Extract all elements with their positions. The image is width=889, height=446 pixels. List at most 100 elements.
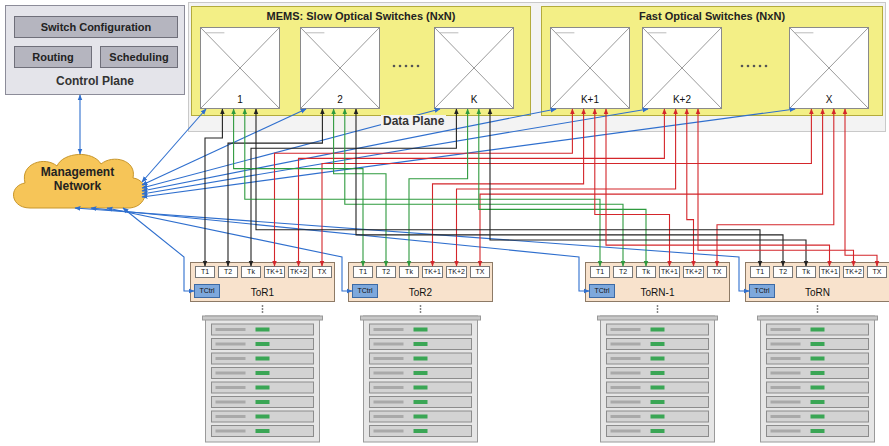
connector [299,109,665,266]
server-unit [767,426,869,437]
server-led [256,357,270,361]
server-bay [611,328,641,331]
server-rack [203,305,323,442]
dot [399,65,402,68]
connector [717,109,834,266]
server-led [414,429,428,433]
server-led [811,357,825,361]
server-led [651,357,665,361]
cross-lines [643,28,721,108]
connector [251,109,456,266]
port-label: T2 [619,268,627,276]
tor-label: ToRN [805,287,830,299]
transceiver-port: T1 [590,266,610,278]
server-led [651,400,665,404]
tor-switch-box: ToRNT1T2TkTK+1TK+2TXTCtrl [745,262,889,302]
connector [205,109,222,266]
server-led [414,386,428,390]
transceiver-port: T2 [773,266,793,278]
server-bay [611,372,641,375]
port-label: TK+1 [266,268,283,276]
server-bay [611,401,641,404]
connector [480,109,823,266]
server-bay [611,430,641,433]
server-unit [370,426,472,437]
server-led [414,328,428,332]
title-rule [556,32,575,33]
rack-top [598,316,718,320]
rack-frame [206,316,320,442]
box-label: Scheduling [109,51,168,64]
connector [845,109,877,266]
transceiver-port: TK+1 [659,266,680,278]
port-label: TK+1 [661,268,678,276]
box-label: Switch Configuration [41,21,152,34]
connector [356,109,783,266]
connector [606,109,830,266]
server-led [256,342,270,346]
server-bay [611,357,641,360]
title-rule [648,32,667,33]
link-dot [262,311,264,313]
title-rule [795,32,814,33]
server-led [651,386,665,390]
connector [345,109,623,266]
port-label: TX [713,268,722,276]
connector [123,208,194,291]
optical-switch-box: K+1 [550,27,630,109]
port-label: TCtrl [754,287,769,295]
connector [409,109,468,266]
link-dot [817,308,819,310]
connector [91,208,589,291]
connector [687,109,694,266]
server-bay [216,430,246,433]
switch-group-box: MEMS: Slow Optical Switches (NxN)12K [191,6,531,116]
optical-switch-box: K [434,27,514,109]
server-unit [212,411,314,422]
optical-switch-box: K+2 [642,27,722,109]
connector [698,109,854,266]
dot [405,65,408,68]
port-label: TK+2 [448,268,465,276]
connector [490,109,806,266]
tor-label: ToRN-1 [641,287,675,299]
group-title: Fast Optical Switches (NxN) [639,10,785,23]
server-led [256,429,270,433]
port-label: TK+2 [685,268,702,276]
transceiver-port: Tk [399,266,419,278]
control-port: TCtrl [352,284,378,298]
control-plane-box: Control PlaneSwitch ConfigurationRouting… [5,5,185,95]
port-label: TCtrl [199,287,214,295]
rack-top [361,316,481,320]
server-led [651,342,665,346]
server-led [811,415,825,419]
server-bay [771,328,801,331]
rack-top [758,316,878,320]
port-label: T2 [779,268,787,276]
server-bay [374,386,404,389]
port-label: TX [476,268,485,276]
optical-switch-box: X [789,27,869,109]
cloud-outline [14,154,146,208]
server-unit [607,382,709,393]
panel-title: Data Plane [381,115,446,129]
server-bay [611,343,641,346]
server-unit [767,397,869,408]
server-led [811,342,825,346]
server-bay [771,386,801,389]
server-unit [607,324,709,335]
server-unit [607,339,709,350]
server-unit [370,353,472,364]
transceiver-port: TX [312,266,332,278]
server-unit [212,368,314,379]
switch-group-box: Fast Optical Switches (NxN) K+1K+2 X [541,6,883,116]
function-box: Routing [14,46,92,68]
control-port: TCtrl [194,284,220,298]
server-unit [607,411,709,422]
control-port: TCtrl [749,284,775,298]
server-bay [216,372,246,375]
transceiver-port: TX [470,266,490,278]
tor-switch-box: ToR1T1T2TkTK+1TK+2TXTCtrl [190,262,335,302]
